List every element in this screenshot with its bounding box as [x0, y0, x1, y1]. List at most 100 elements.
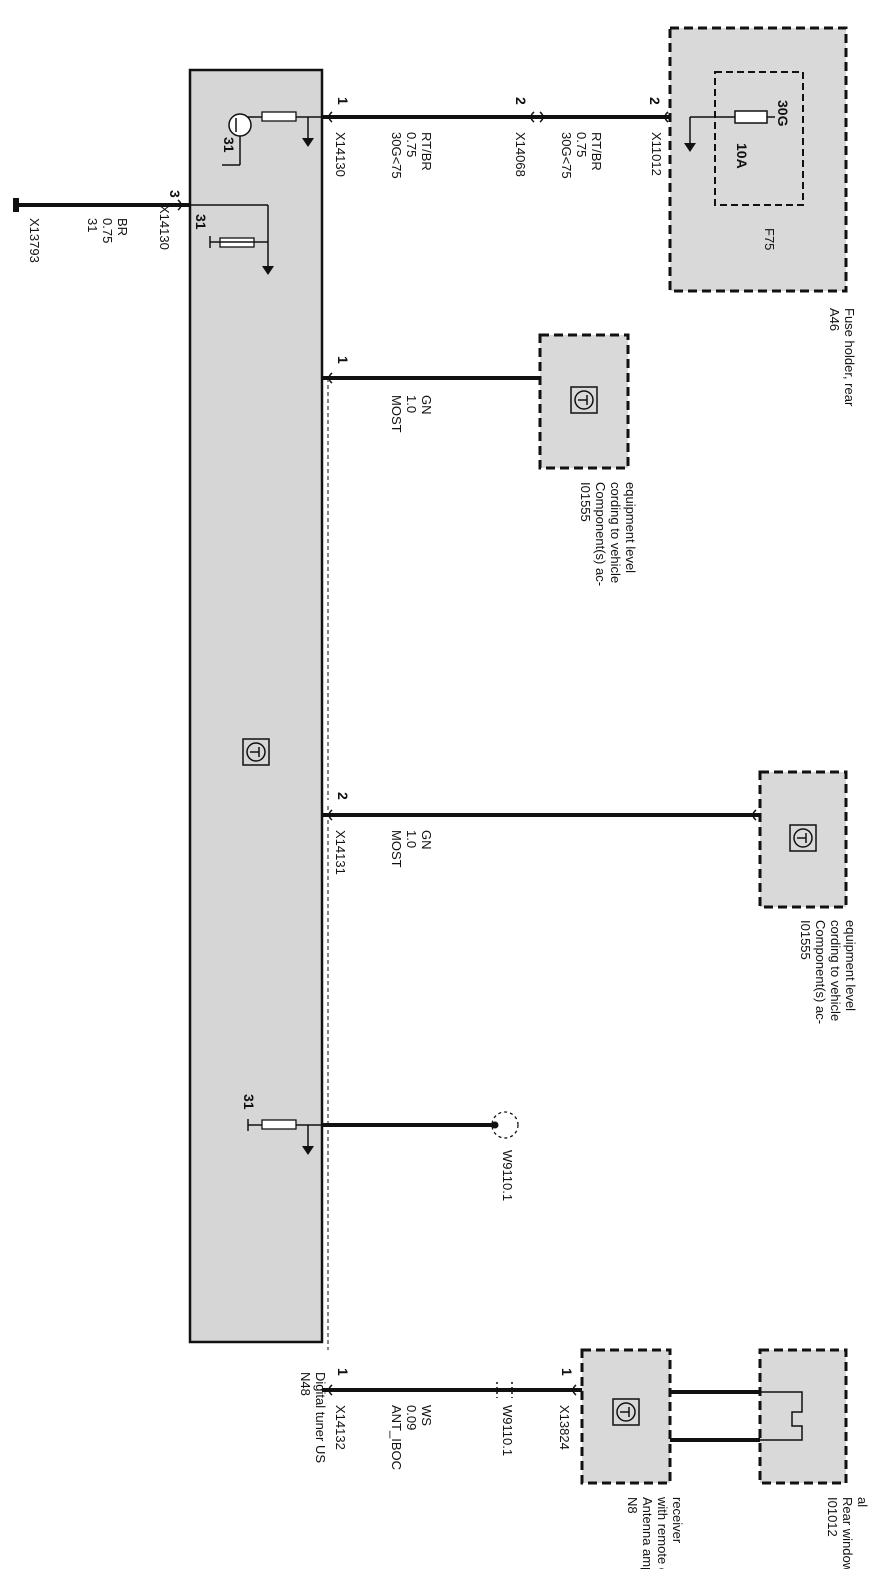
- power-wire-label-1: 30G<75 0.75 RT/BR: [389, 132, 434, 179]
- svg-text:0.09: 0.09: [404, 1405, 419, 1430]
- power-fuse-connector: X11012: [649, 132, 664, 176]
- most-2-pin: 2: [335, 792, 351, 800]
- antenna-pin-amp: 1: [559, 1368, 575, 1376]
- antenna-amp-label: N8 Antenna amplifier with remote control…: [625, 1496, 685, 1569]
- module-label: N48 Digital tuner US: [298, 1372, 328, 1463]
- component-2-gateway-icon: [789, 824, 817, 852]
- svg-text:31: 31: [85, 218, 100, 232]
- antenna-shield-label: W9110.1: [500, 1405, 515, 1456]
- svg-text:F75: F75: [762, 228, 777, 250]
- gateway-icon: [242, 738, 270, 766]
- most-2-wire-label: MOST 1.0 GN: [389, 830, 434, 868]
- antenna-module-connector-mark: [328, 1384, 333, 1396]
- component-1-gateway-icon: [570, 386, 598, 414]
- svg-text:W9110.1: W9110.1: [500, 1405, 515, 1456]
- fuse-rating-label: 10A: [734, 143, 750, 169]
- svg-text:RT/BR: RT/BR: [589, 132, 604, 171]
- internal-ground-resistor: [190, 204, 274, 275]
- svg-text:GN: GN: [419, 830, 434, 850]
- svg-text:cording to vehicle: cording to vehicle: [608, 482, 623, 583]
- ground-connector-mark: [177, 199, 182, 211]
- svg-text:Fuse holder, rear: Fuse holder, rear: [842, 308, 857, 407]
- power-module-connector-mark: [328, 111, 333, 123]
- svg-text:0.75: 0.75: [100, 218, 115, 243]
- ground-pin-number: 3: [167, 190, 183, 198]
- most-2-end-connector-mark: [752, 809, 757, 821]
- most-1-pin: 1: [335, 356, 351, 364]
- power-mid-connector-mark-2: [539, 111, 544, 123]
- most-2-connector-mark: [328, 809, 333, 821]
- aerial-element-icon: [760, 1391, 803, 1441]
- internal-transistor-circuit: [222, 111, 322, 166]
- component-2-label: I01555 Component(s) ac- cording to vehic…: [798, 920, 858, 1024]
- module-n48[interactable]: [188, 68, 324, 1344]
- antenna-amp-gateway-icon: [612, 1398, 640, 1426]
- svg-text:0.75: 0.75: [574, 132, 589, 157]
- antenna-amp-connector: X13824: [557, 1405, 572, 1450]
- fuse-id-label: F75: [762, 228, 777, 250]
- ground-wire-label: 31 0.75 BR: [85, 218, 130, 243]
- svg-text:X14132: X14132: [333, 1405, 348, 1450]
- fuse-f75-box: [714, 71, 804, 206]
- svg-text:RT/BR: RT/BR: [419, 132, 434, 171]
- svg-text:al: al: [855, 1497, 870, 1507]
- power-module-connector: X14130: [333, 132, 348, 177]
- most-2-connector: X14131: [333, 830, 348, 875]
- svg-text:X11012: X11012: [649, 132, 664, 176]
- svg-text:N8: N8: [625, 1497, 640, 1514]
- svg-text:Component(s) ac-: Component(s) ac-: [593, 482, 608, 586]
- fuse-terminal-label: 30G: [775, 100, 791, 127]
- internal-shield-resistor: [247, 1119, 322, 1155]
- svg-text:Digital tuner US: Digital tuner US: [313, 1372, 328, 1463]
- internal-shield-label: 31: [241, 1094, 257, 1110]
- svg-text:Component(s) ac-: Component(s) ac-: [813, 920, 828, 1024]
- svg-text:equipment level: equipment level: [623, 482, 638, 573]
- svg-text:1.0: 1.0: [404, 395, 419, 413]
- power-pin-module: 1: [335, 97, 351, 105]
- svg-text:I01555: I01555: [798, 920, 813, 960]
- rear-aerial-i01012[interactable]: [758, 1348, 848, 1485]
- svg-text:I01012: I01012: [825, 1497, 840, 1537]
- svg-text:N48: N48: [298, 1372, 313, 1396]
- svg-text:X14130: X14130: [157, 205, 172, 250]
- svg-text:cording to vehicle: cording to vehicle: [828, 920, 843, 1021]
- svg-text:Antenna amplifier: Antenna amplifier: [640, 1497, 655, 1569]
- fuse-icon: [734, 110, 768, 124]
- fuse-holder-label: A46 Fuse holder, rear: [827, 308, 857, 407]
- shield-label: W9110.1: [500, 1150, 515, 1201]
- power-fuse-connector-mark: [664, 111, 669, 123]
- internal-transistor-label: 31: [221, 137, 237, 153]
- ground-terminal-icon: [13, 198, 19, 212]
- svg-text:Rear window aeri-: Rear window aeri-: [840, 1497, 855, 1569]
- component-1-label: I01555 Component(s) ac- cording to vehic…: [578, 482, 638, 586]
- svg-text:MOST: MOST: [389, 830, 404, 868]
- antenna-module-connector: X14132: [333, 1405, 348, 1450]
- svg-text:X13824: X13824: [557, 1405, 572, 1450]
- power-mid-connector: X14068: [513, 132, 528, 177]
- antenna-amp-connector-mark: [572, 1384, 577, 1396]
- svg-text:1.0: 1.0: [404, 830, 419, 848]
- svg-text:I01555: I01555: [578, 482, 593, 522]
- svg-text:A46: A46: [827, 308, 842, 331]
- svg-text:X13793: X13793: [27, 218, 42, 263]
- power-pin-mid: 2: [513, 97, 529, 105]
- svg-text:30G<75: 30G<75: [389, 132, 404, 179]
- power-wire-label-2: 30G<75 0.75 RT/BR: [559, 132, 604, 179]
- power-mid-connector-mark: [530, 111, 535, 123]
- svg-text:WS: WS: [419, 1405, 434, 1426]
- shield-dashed-circle: [491, 1111, 519, 1139]
- svg-text:equipment level: equipment level: [843, 920, 858, 1011]
- shield-end-dot: [491, 1121, 499, 1129]
- most-1-connector-mark: [328, 372, 333, 384]
- svg-text:X14131: X14131: [333, 830, 348, 875]
- most-1-wire-label: MOST 1.0 GN: [389, 395, 434, 433]
- ground-connector-label: X13793: [27, 218, 42, 263]
- internal-ground-label: 31: [193, 214, 209, 230]
- svg-text:W9110.1: W9110.1: [500, 1150, 515, 1201]
- svg-text:MOST: MOST: [389, 395, 404, 433]
- ground-module-connector: X14130: [157, 205, 172, 250]
- power-pin-fuse: 2: [647, 97, 663, 105]
- rear-aerial-label: I01012 Rear window aeri- al: [825, 1497, 870, 1569]
- svg-text:30G<75: 30G<75: [559, 132, 574, 179]
- antenna-wire-label: ANT_IBOC 0.09 WS: [389, 1405, 434, 1470]
